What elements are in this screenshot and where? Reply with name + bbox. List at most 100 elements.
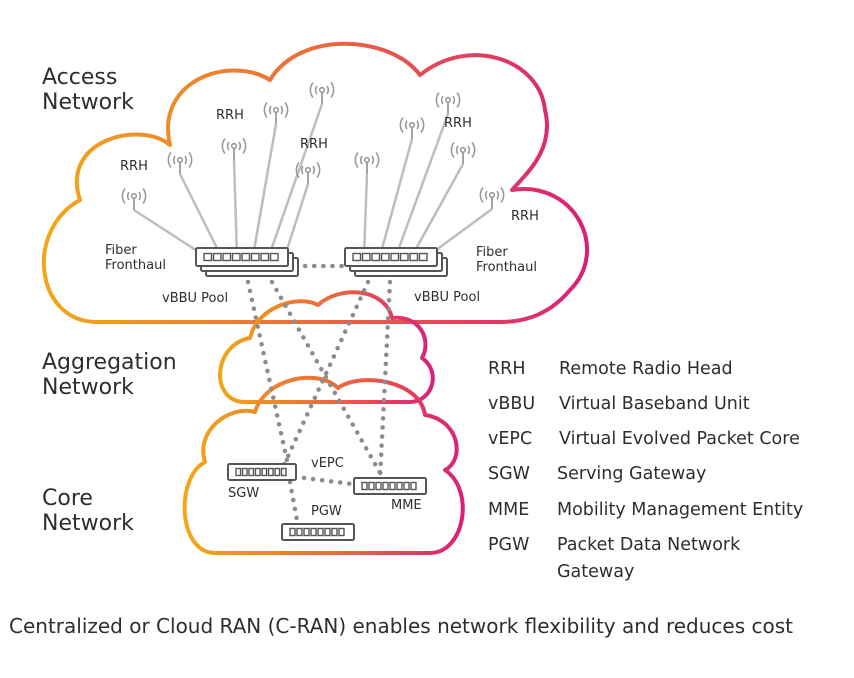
fiber-line xyxy=(427,207,493,258)
port-icon xyxy=(375,481,382,491)
antenna-icon xyxy=(354,151,380,175)
fiber-line xyxy=(133,208,206,258)
port-icon xyxy=(390,252,400,262)
port-icon xyxy=(274,467,281,477)
legend-desc-rrh: Remote Radio Head xyxy=(559,359,733,379)
sgw-label: SGW xyxy=(228,486,259,501)
pgw-device xyxy=(281,523,355,541)
antenna-icon xyxy=(167,151,193,175)
fiber-line xyxy=(178,173,223,257)
core-network-cloud xyxy=(182,375,465,555)
legend-desc-mme: Mobility Management Entity xyxy=(557,500,803,520)
port-icon xyxy=(396,481,403,491)
port-icon xyxy=(289,527,296,537)
legend-abbr-vepc: vEPC xyxy=(488,429,532,449)
legend-desc-pgw: Packet Data Network xyxy=(557,535,741,555)
port-icon xyxy=(331,527,338,537)
port-icon xyxy=(280,467,287,477)
access-network-cloud xyxy=(41,41,589,324)
legend-abbr-sgw: SGW xyxy=(488,464,530,484)
mme-device xyxy=(353,477,427,495)
port-icon xyxy=(203,252,213,262)
port-icon xyxy=(371,252,381,262)
fiber-line xyxy=(362,173,369,257)
port-icon xyxy=(241,252,251,262)
fiber-line xyxy=(378,138,414,257)
port-icon xyxy=(261,467,268,477)
legend-abbr-mme: MME xyxy=(488,500,529,520)
antenna-icon xyxy=(399,116,425,140)
vbbu-pool-label-right: vBBU Pool xyxy=(414,290,480,305)
legend-desc-pgw-line2: Gateway xyxy=(557,562,634,582)
rrh-label-5: RRH xyxy=(511,209,539,224)
port-icon xyxy=(303,527,310,537)
fiber-fronthaul-lines xyxy=(133,103,493,258)
antenna-icon xyxy=(435,91,461,115)
legend-desc-vbbu: Virtual Baseband Unit xyxy=(559,394,750,414)
port-icon xyxy=(382,481,389,491)
port-icon xyxy=(260,252,270,262)
fiber-line xyxy=(394,113,450,257)
caption: Centralized or Cloud RAN (C-RAN) enables… xyxy=(9,614,793,638)
link-pool-right-sgw xyxy=(281,279,371,468)
aggregation-network-cloud xyxy=(218,290,435,404)
port-icon xyxy=(310,527,317,537)
port-icon xyxy=(235,467,242,477)
mme-label: MME xyxy=(391,498,422,513)
port-icon xyxy=(269,252,279,262)
rrh-label-3: RRH xyxy=(120,159,148,174)
dotted-links xyxy=(245,263,393,529)
legend-desc-sgw: Serving Gateway xyxy=(557,464,706,484)
link-sgw-mme xyxy=(301,475,355,487)
link-sgw-pgw xyxy=(287,479,301,529)
rrh-label-1: RRH xyxy=(216,108,244,123)
rrh-label-2: RRH xyxy=(300,137,328,152)
clouds xyxy=(41,41,589,555)
vbbu-pool-device-left xyxy=(195,247,299,277)
port-icon xyxy=(222,252,232,262)
port-icon xyxy=(250,252,260,262)
link-pool-left-sgw xyxy=(245,279,291,468)
link-pool-left-mme xyxy=(269,279,386,481)
port-icon xyxy=(241,467,248,477)
pgw-label: PGW xyxy=(311,504,342,519)
legend: RRH Remote Radio Head vBBU Virtual Baseb… xyxy=(488,359,803,582)
sgw-device xyxy=(227,463,297,481)
port-icon xyxy=(317,527,324,537)
port-icon xyxy=(409,252,419,262)
port-icon xyxy=(403,481,410,491)
fiber-line xyxy=(283,183,310,257)
link-pool-right-mme xyxy=(377,279,393,481)
port-icon xyxy=(324,527,331,537)
port-icon xyxy=(212,252,222,262)
port-icon xyxy=(361,481,368,491)
port-icon xyxy=(352,252,362,262)
port-icon xyxy=(418,252,428,262)
legend-abbr-pgw: PGW xyxy=(488,535,529,555)
antenna-icon xyxy=(450,141,476,165)
port-icon xyxy=(389,481,396,491)
fiber-line xyxy=(267,103,324,257)
vbbu-pool-label-left: vBBU Pool xyxy=(162,291,228,306)
port-icon xyxy=(368,481,375,491)
antenna-icon xyxy=(121,187,147,211)
fiber-line xyxy=(232,159,239,257)
port-icon xyxy=(410,481,417,491)
antenna-icon xyxy=(479,186,505,210)
port-icon xyxy=(267,467,274,477)
antenna-icon xyxy=(221,137,247,161)
port-icon xyxy=(338,527,345,537)
port-icon xyxy=(231,252,241,262)
vbbu-pool-device-right xyxy=(344,247,448,277)
port-icon xyxy=(361,252,371,262)
legend-desc-vepc: Virtual Evolved Packet Core xyxy=(559,429,800,449)
port-icon xyxy=(296,527,303,537)
legend-abbr-vbbu: vBBU xyxy=(488,394,535,414)
legend-abbr-rrh: RRH xyxy=(488,359,525,379)
